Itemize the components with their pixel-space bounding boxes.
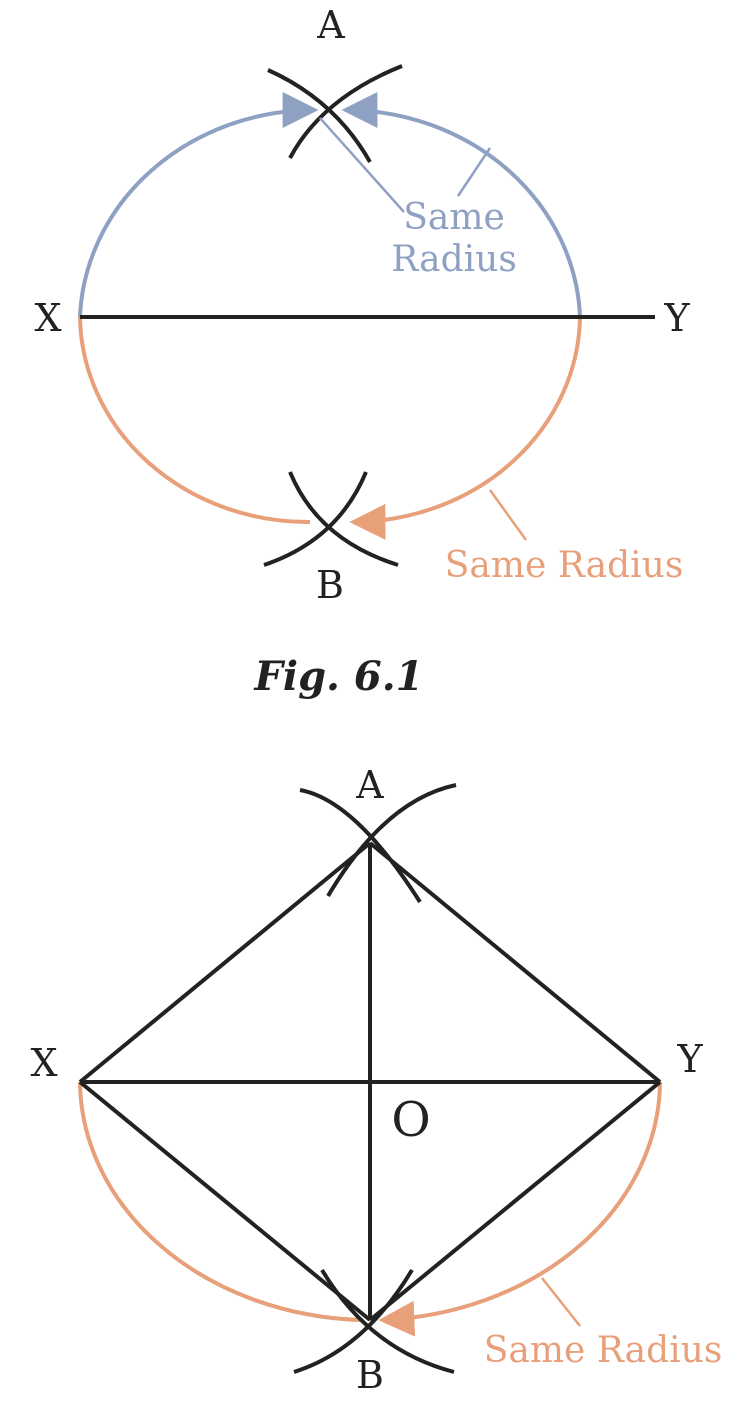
same-radius-note-upper-line1: Same — [403, 197, 505, 238]
callout-upper-1 — [319, 117, 405, 213]
fig2-point-o-label: O — [391, 1092, 430, 1148]
point-b-label: B — [316, 563, 344, 607]
point-x-label: X — [34, 296, 61, 340]
point-a-label: A — [316, 3, 345, 47]
segment-bx — [78, 1080, 372, 1322]
same-radius-note-lower: Same Radius — [445, 545, 684, 586]
cross-arc-a-2 — [288, 64, 403, 159]
upper-arc-right — [341, 92, 582, 318]
figure-6-1: A B X Y Same Radius Same Radius Fig. 6.1 — [34, 3, 690, 700]
cross-arc-b-1 — [288, 471, 399, 567]
fig2-lower-arc-left — [78, 1081, 361, 1322]
segment-yb — [368, 1080, 662, 1322]
fig2-point-a-label: A — [355, 763, 384, 807]
point-y-label: Y — [663, 296, 690, 340]
figure-2: A B X Y O Same Radius — [30, 763, 722, 1397]
fig2-same-radius-note: Same Radius — [484, 1330, 723, 1371]
cross-arc-a-1 — [267, 68, 372, 163]
fig2-cross-arc-a-1 — [299, 788, 422, 904]
fig2-lower-arc-right — [378, 1081, 662, 1337]
callout-upper-2 — [456, 147, 492, 197]
fig2-cross-arc-b-2 — [293, 1268, 414, 1374]
fig2-callout-lower — [541, 1277, 581, 1327]
figure-caption: Fig. 6.1 — [253, 653, 423, 700]
lower-arc-right — [349, 316, 582, 540]
same-radius-note-upper-line2: Radius — [391, 239, 517, 280]
cross-arc-b-2 — [263, 471, 368, 567]
fig2-point-x-label: X — [30, 1041, 57, 1085]
segment-ay — [368, 841, 662, 1084]
segment-xa — [78, 841, 372, 1084]
upper-arc-left — [78, 92, 319, 318]
lower-arc-left — [78, 316, 311, 525]
fig2-point-y-label: Y — [676, 1037, 703, 1081]
callout-lower — [488, 489, 528, 541]
fig2-cross-arc-a-2 — [326, 783, 457, 898]
fig2-point-b-label: B — [356, 1353, 384, 1397]
